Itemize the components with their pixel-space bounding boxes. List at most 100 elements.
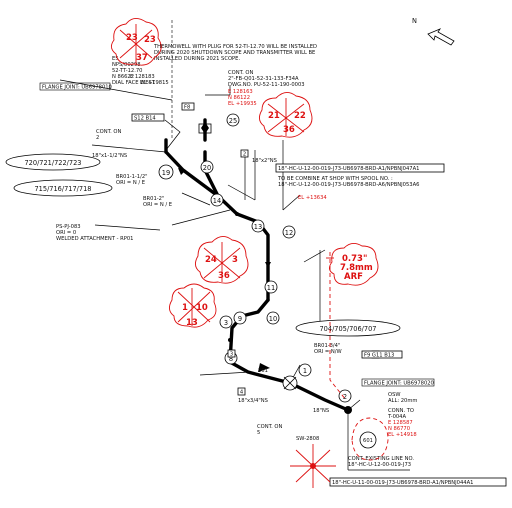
bubble-19: 19 xyxy=(158,164,174,180)
ids-lower-callout: 715/716/717/718 xyxy=(13,179,113,197)
svg-text:3: 3 xyxy=(232,255,238,265)
svg-text:7.8mm: 7.8mm xyxy=(340,263,373,273)
svg-text:715/716/717/718: 715/716/717/718 xyxy=(34,185,91,193)
svg-text:THERMOWELL WITH PLUG FOR 52-TI: THERMOWELL WITH PLUG FOR 52-TI-12.70 WIL… xyxy=(153,44,317,50)
note-to-be-combine: TO BE COMBINE AT SHOP WITH SPOOL NO. : 1… xyxy=(277,176,419,188)
weld-label: SW-2808 xyxy=(296,436,319,442)
size-label: 18"x3/4"NS xyxy=(238,398,268,404)
line-number-top: 18"-HC-U-12-00-019-J73-UB6978-BRD-A1/NPB… xyxy=(275,163,445,173)
bubble-14: 14 xyxy=(210,193,224,207)
svg-text:PS-PJ-083: PS-PJ-083 xyxy=(56,224,81,230)
box-f9: F9 G11 B13 xyxy=(361,350,403,359)
ids-right-callout: 704/705/706/707 xyxy=(295,319,401,337)
svg-text:18"-HC-U-11-00-019-J73-UB6978-: 18"-HC-U-11-00-019-J73-UB6978-BRD-A1/NPB… xyxy=(332,480,473,486)
size-label: 18"x2"NS xyxy=(252,158,277,164)
ids-upper-callout: 720/721/722/723 xyxy=(5,153,101,171)
svg-text:F9 G11 B13: F9 G11 B13 xyxy=(364,353,394,359)
note-cont-top: CONT. ON 2"-FB-Q01-52-31-133-F34A DWG.NO… xyxy=(228,70,305,107)
svg-text:BR01-2": BR01-2" xyxy=(143,196,164,202)
svg-text:BR01-3/4": BR01-3/4" xyxy=(314,343,340,349)
note-thermowell: THERMOWELL WITH PLUG FOR 52-TI-12.70 WIL… xyxy=(153,44,317,62)
svg-text:22: 22 xyxy=(294,111,306,121)
svg-text:5: 5 xyxy=(257,430,260,436)
box-f8: F8 xyxy=(181,102,195,111)
svg-text:ARF: ARF xyxy=(344,272,363,282)
bubble-label: 10 xyxy=(269,315,277,323)
size-label: 18"NS xyxy=(313,408,329,414)
svg-text:N 86770: N 86770 xyxy=(388,426,410,432)
note-top-left-refs: E5 NPS/00298 52-TT-12.70 N 86622 E 12818… xyxy=(112,56,169,86)
svg-text:704/705/706/707: 704/705/706/707 xyxy=(319,325,376,333)
svg-text:OSW: OSW xyxy=(388,392,401,398)
sw-burst-icon xyxy=(290,444,336,488)
svg-text:E 128587: E 128587 xyxy=(388,420,413,426)
box-s12: S12 B14 xyxy=(131,113,165,122)
svg-text:18"-HC-U-12-00-019-J73: 18"-HC-U-12-00-019-J73 xyxy=(348,462,411,468)
line-number-bottom: 18"-HC-U-11-00-019-J73-UB6978-BRD-A1/NPB… xyxy=(329,477,507,487)
bubble-10: 10 xyxy=(266,311,280,325)
svg-text:E5: E5 xyxy=(112,56,119,62)
svg-text:E 128163: E 128163 xyxy=(228,89,253,95)
svg-text:ORI = N / E: ORI = N / E xyxy=(116,180,145,186)
svg-text:0.73": 0.73" xyxy=(342,254,367,264)
svg-text:FLANGE JOINT: UB6978010: FLANGE JOINT: UB6978010 xyxy=(42,85,112,91)
svg-text:INSTALLED DURING 2021 SCOPE.: INSTALLED DURING 2021 SCOPE. xyxy=(154,56,240,62)
svg-text:ALL: 20mm: ALL: 20mm xyxy=(388,398,417,404)
note-conn-to: CONN. TO T-004A E 128587 N 86770 EL +149… xyxy=(387,408,417,438)
note-branch-1: BR01-1-1/2" ORI = N / E xyxy=(116,174,148,186)
svg-text:N 86122: N 86122 xyxy=(228,95,250,101)
svg-text:2: 2 xyxy=(96,135,99,141)
bubble-1: 1 xyxy=(298,363,312,377)
red-elevation: EL +13634 xyxy=(298,195,327,201)
bubble-label: 1 xyxy=(303,367,307,375)
svg-text:E 128183: E 128183 xyxy=(130,74,155,80)
svg-text:24: 24 xyxy=(205,255,217,265)
svg-text:4: 4 xyxy=(240,390,244,396)
svg-text:T-004A: T-004A xyxy=(387,414,406,420)
bubble-label: 3 xyxy=(224,319,228,327)
bubble-20: 20 xyxy=(200,160,214,174)
svg-text:N 86622: N 86622 xyxy=(112,74,134,80)
note-cont-on-5: CONT. ON 5 xyxy=(257,424,283,436)
svg-text:36: 36 xyxy=(218,271,230,281)
svg-text:DIAL FACE WEST: DIAL FACE WEST xyxy=(112,80,156,86)
svg-text:ORI = N / E: ORI = N / E xyxy=(143,202,172,208)
note-osw: OSW ALL: 20mm xyxy=(388,392,417,404)
bubble-label: 8 xyxy=(229,355,233,363)
bubble-label: 12 xyxy=(285,229,293,237)
north-label: N xyxy=(412,17,417,25)
svg-text:BR01-1-1/2": BR01-1-1/2" xyxy=(116,174,148,180)
svg-text:CONT. EXISTING LINE NO.: CONT. EXISTING LINE NO. xyxy=(348,456,414,462)
north-arrow: N xyxy=(412,17,455,46)
svg-text:3: 3 xyxy=(230,352,233,358)
svg-text:FLANGE JOINT: UB6978020: FLANGE JOINT: UB6978020 xyxy=(364,381,434,387)
pipe-branches xyxy=(59,79,410,471)
dimension-label: 261 xyxy=(258,368,268,374)
svg-text:23: 23 xyxy=(126,33,138,43)
bubble-9: 9 xyxy=(233,311,247,325)
svg-text:23: 23 xyxy=(144,35,156,45)
red-marker: 21 22 36 xyxy=(259,92,313,138)
note-cont-on-2: CONT. ON 2 xyxy=(96,129,122,141)
red-marker: 1 10 13 xyxy=(169,283,217,328)
svg-text:F8: F8 xyxy=(184,105,190,111)
bubble-25: 25 xyxy=(226,113,240,127)
red-marker: 23 23 37 xyxy=(111,18,162,66)
svg-text:EL +19935: EL +19935 xyxy=(228,101,257,107)
box-marker: 3 xyxy=(227,349,236,358)
bubble-label: 14 xyxy=(213,197,221,205)
svg-text:ORI = 0: ORI = 0 xyxy=(56,230,76,236)
svg-text:WELDED ATTACHMENT - RP01: WELDED ATTACHMENT - RP01 xyxy=(56,236,134,242)
bubble-label: 20 xyxy=(203,164,211,172)
box-marker: 2 xyxy=(240,149,249,158)
bubble-label: 2 xyxy=(343,393,347,401)
bubble-label: 13 xyxy=(254,223,262,231)
svg-text:21: 21 xyxy=(268,111,280,121)
bubble-label: 19 xyxy=(162,169,170,177)
red-marker: 24 3 36 xyxy=(195,236,249,284)
bubble-label: 11 xyxy=(267,284,275,292)
svg-text:37: 37 xyxy=(136,53,148,63)
arf-callout: 0.73" 7.8mm ARF xyxy=(329,243,379,286)
svg-text:10: 10 xyxy=(196,303,208,313)
